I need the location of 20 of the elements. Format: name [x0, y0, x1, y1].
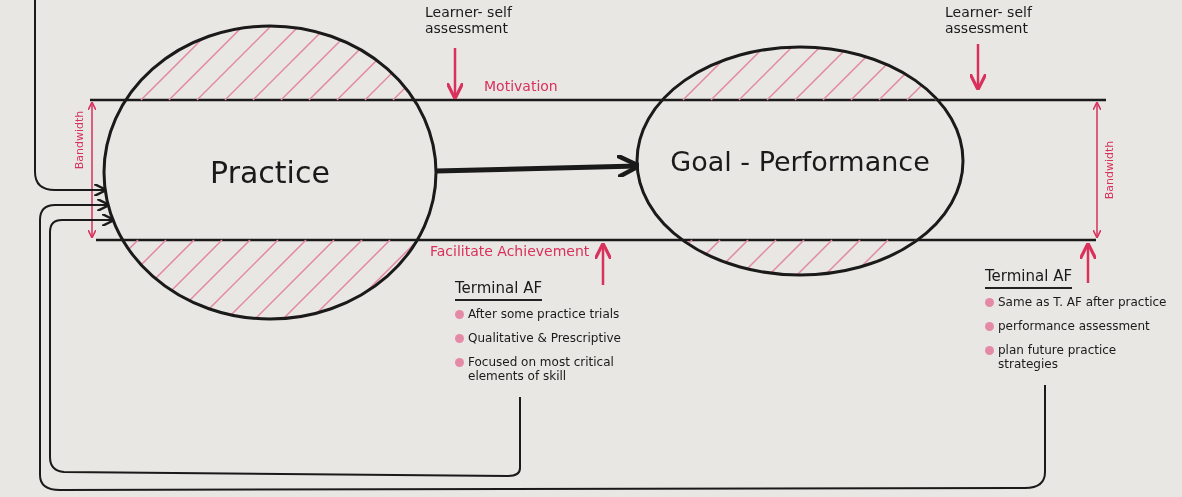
- node-title: Practice: [210, 155, 330, 190]
- bullet-text: performance assessment: [998, 319, 1150, 333]
- note-text: Learner- self assessment: [425, 4, 514, 36]
- list-heading: Terminal AF: [985, 267, 1073, 289]
- arrow: [435, 153, 642, 180]
- arrow: [34, 0, 108, 198]
- dimension-label: Bandwidth: [1102, 140, 1117, 200]
- bullet-text: plan future practice strategies: [998, 343, 1118, 371]
- bullet-text: Qualitative & Prescriptive: [468, 331, 621, 345]
- arrow: [49, 212, 521, 477]
- bullet-text: Focused on most critical elements of skill: [468, 355, 615, 383]
- note-text: Learner- self assessment: [945, 4, 1034, 36]
- dimension-label: Bandwidth: [72, 110, 87, 170]
- bullet-text: Same as T. AF after practice: [998, 295, 1167, 309]
- list-heading: Terminal AF: [455, 279, 543, 301]
- annotation: Motivation: [484, 78, 559, 94]
- annotation: Facilitate Achievement: [430, 243, 591, 259]
- arrow: [39, 197, 1046, 491]
- node-title: Goal - Performance: [670, 145, 930, 177]
- bullet-text: After some practice trials: [468, 307, 620, 321]
